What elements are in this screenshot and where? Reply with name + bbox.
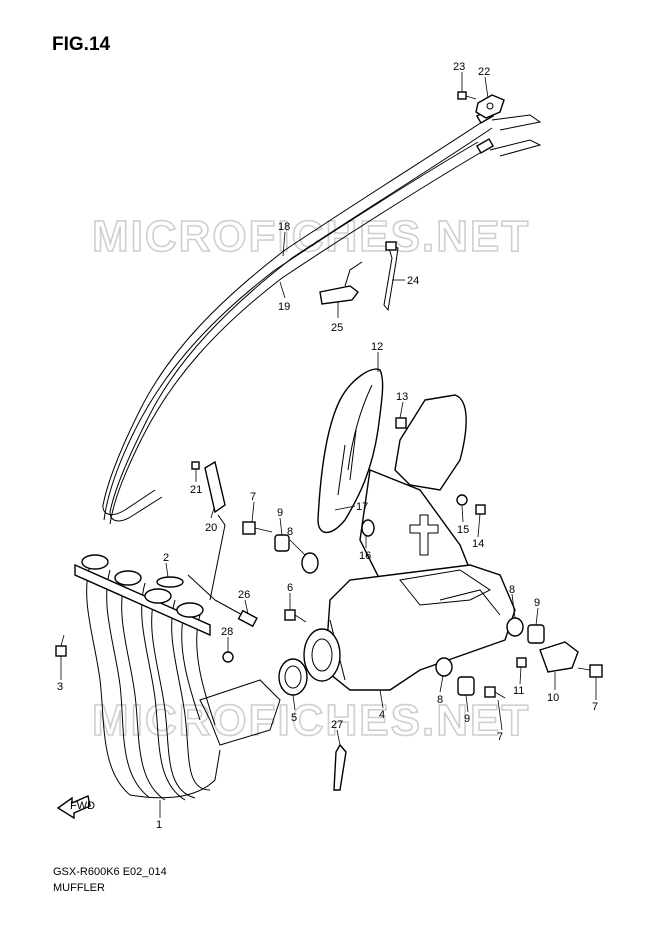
callout-7-upper: 7 bbox=[250, 491, 256, 503]
callout-27: 27 bbox=[331, 719, 343, 731]
leader-lines bbox=[60, 72, 597, 818]
heat-shield bbox=[317, 368, 384, 534]
cable-bracket bbox=[457, 91, 505, 119]
callout-6: 6 bbox=[287, 582, 293, 594]
callout-9-right: 9 bbox=[534, 597, 540, 609]
callout-26: 26 bbox=[238, 589, 250, 601]
callout-11: 11 bbox=[513, 685, 524, 697]
callout-18: 18 bbox=[278, 221, 290, 233]
callout-21: 21 bbox=[190, 484, 202, 496]
callout-14: 14 bbox=[472, 538, 484, 550]
bracket-25 bbox=[319, 261, 363, 305]
oxygen-sensor bbox=[187, 574, 258, 663]
callout-12: 12 bbox=[371, 341, 383, 353]
callout-13: 13 bbox=[396, 391, 408, 403]
callout-20: 20 bbox=[205, 522, 217, 534]
callout-4: 4 bbox=[379, 709, 385, 721]
muffler bbox=[303, 564, 516, 691]
callout-24: 24 bbox=[407, 275, 419, 287]
callout-10: 10 bbox=[547, 692, 559, 704]
callout-17: 17 bbox=[356, 501, 368, 513]
bracket-20 bbox=[191, 460, 226, 601]
muffler-cover bbox=[359, 394, 471, 601]
callout-7-lower: 7 bbox=[497, 731, 503, 743]
callout-9-upper: 9 bbox=[277, 507, 283, 519]
callout-25: 25 bbox=[331, 322, 343, 334]
section-name: MUFFLER bbox=[53, 882, 105, 894]
callout-2: 2 bbox=[163, 552, 169, 564]
callout-8-upper: 8 bbox=[287, 526, 293, 538]
callout-8-lower: 8 bbox=[437, 694, 443, 706]
callout-3: 3 bbox=[57, 681, 63, 693]
fwd-direction-indicator: FWD bbox=[56, 795, 95, 820]
callout-28: 28 bbox=[221, 626, 233, 638]
callout-7-right: 7 bbox=[592, 701, 598, 713]
callout-22: 22 bbox=[478, 66, 490, 78]
callout-9-lower: 9 bbox=[464, 713, 470, 725]
fwd-label: FWD bbox=[70, 800, 95, 812]
callout-5: 5 bbox=[291, 712, 297, 724]
cable-tie-24 bbox=[383, 241, 399, 312]
throttle-cables bbox=[102, 108, 542, 525]
watermark-top: MICROFICHES.NET bbox=[92, 212, 530, 261]
callout-15: 15 bbox=[457, 524, 469, 536]
callout-16: 16 bbox=[359, 550, 371, 562]
mounting-hardware bbox=[55, 494, 603, 699]
exhaust-manifold bbox=[74, 554, 281, 801]
clip-27 bbox=[333, 743, 347, 791]
model-code: GSX-R600K6 E02_014 bbox=[53, 866, 167, 878]
callout-1: 1 bbox=[156, 819, 162, 831]
gasket-2 bbox=[156, 576, 184, 588]
callout-8-right: 8 bbox=[509, 584, 515, 596]
figure-title: FIG.14 bbox=[52, 34, 111, 55]
callout-23: 23 bbox=[453, 61, 465, 73]
gasket-joint bbox=[278, 658, 308, 696]
callout-labels: 23 22 18 19 24 25 12 13 17 16 15 14 7 9 … bbox=[57, 61, 598, 831]
callout-19: 19 bbox=[278, 301, 290, 313]
